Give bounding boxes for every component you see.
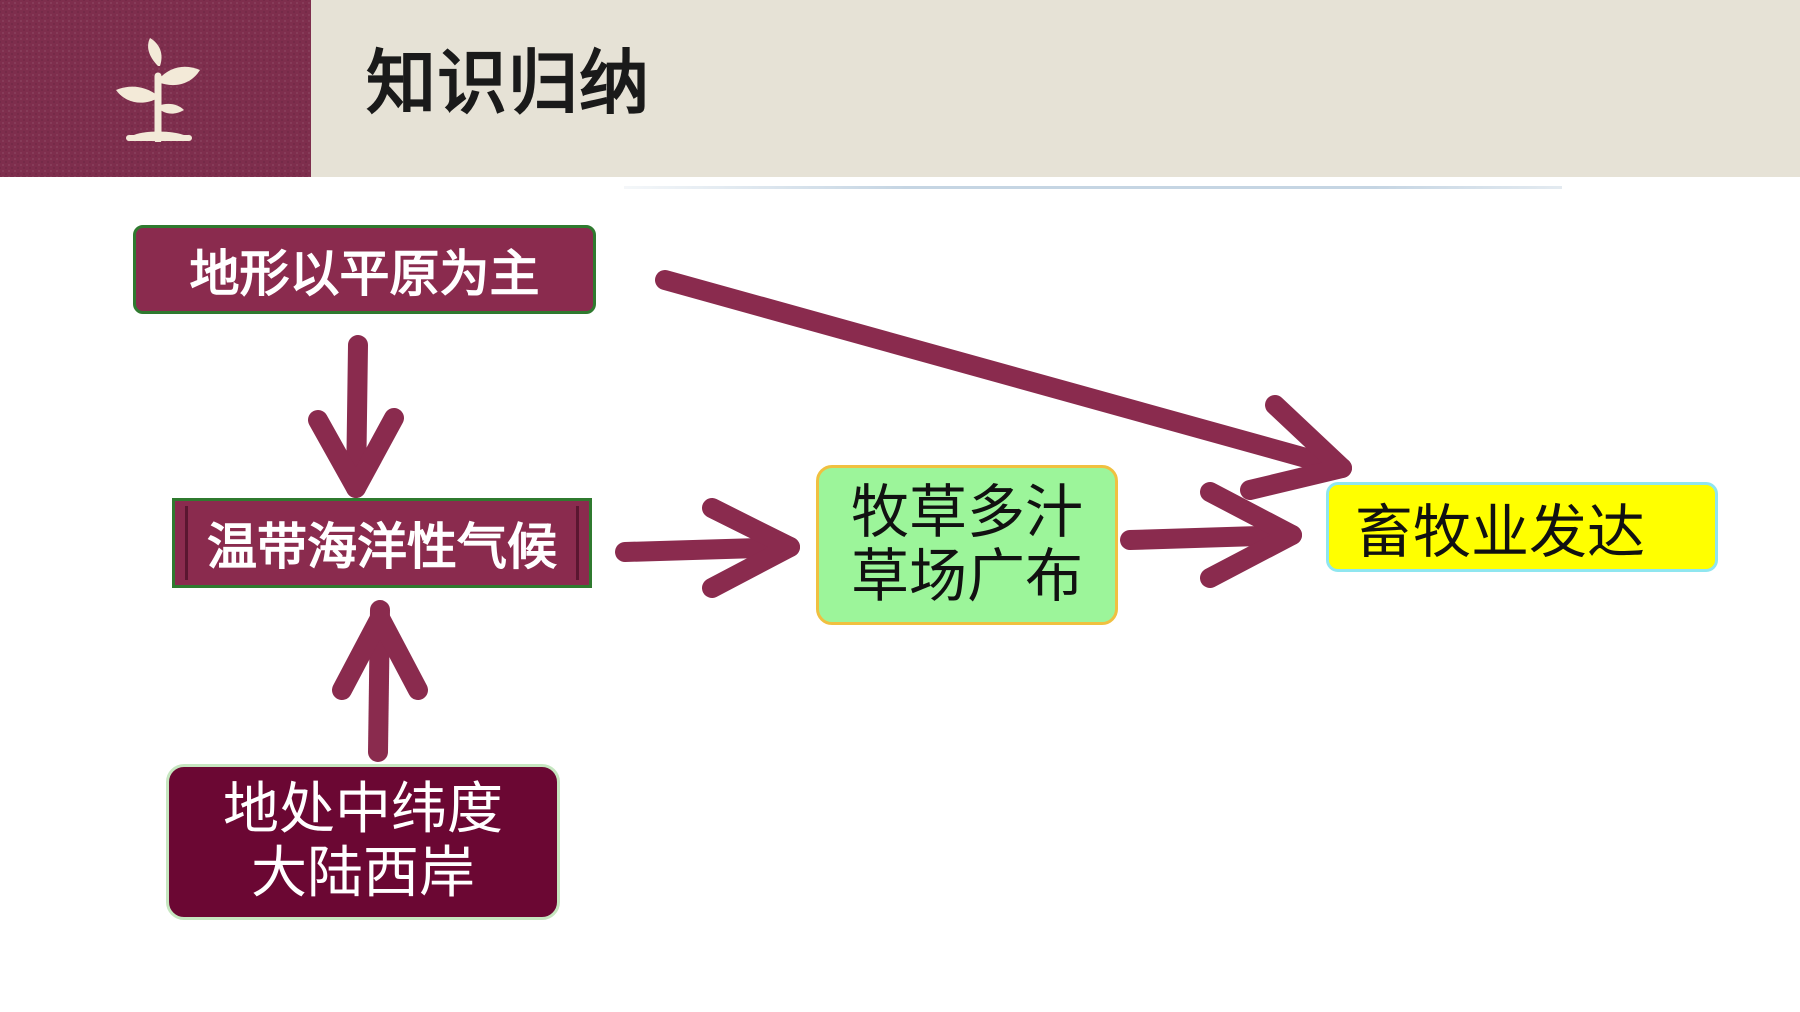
arrow-latitude-to-climate xyxy=(332,600,428,762)
page-title: 知识归纳 xyxy=(366,42,650,124)
node-grass-line1: 牧草多汁 xyxy=(850,478,1083,547)
node-latitude-line1: 地处中纬度 xyxy=(223,776,503,842)
arrow-terrain-to-animal xyxy=(655,270,1352,500)
node-animal-husbandry-label: 畜牧业发达 xyxy=(1355,498,1646,566)
header-divider xyxy=(624,186,1562,189)
header-logo-block xyxy=(0,0,311,177)
header-band: 知识归纳 xyxy=(0,0,1800,177)
node-climate-label: 温带海洋性气候 xyxy=(207,518,557,576)
arrow-terrain-to-climate xyxy=(308,335,404,498)
node-terrain-label: 地形以平原为主 xyxy=(189,244,540,303)
arrow-grass-to-animal xyxy=(1120,482,1302,588)
node-terrain: 地形以平原为主 xyxy=(133,225,596,314)
node-grass: 牧草多汁 草场广布 xyxy=(816,465,1118,625)
plant-sprout-icon xyxy=(116,38,200,142)
node-latitude: 地处中纬度 大陆西岸 xyxy=(166,764,560,920)
node-animal-husbandry: 畜牧业发达 xyxy=(1326,482,1718,572)
node-grass-line2: 草场广布 xyxy=(850,542,1083,610)
node-latitude-line2: 大陆西岸 xyxy=(251,841,475,906)
node-climate: 温带海洋性气候 xyxy=(172,498,592,588)
node-climate-inner-frame xyxy=(185,506,579,580)
arrow-climate-to-grass xyxy=(615,498,800,598)
